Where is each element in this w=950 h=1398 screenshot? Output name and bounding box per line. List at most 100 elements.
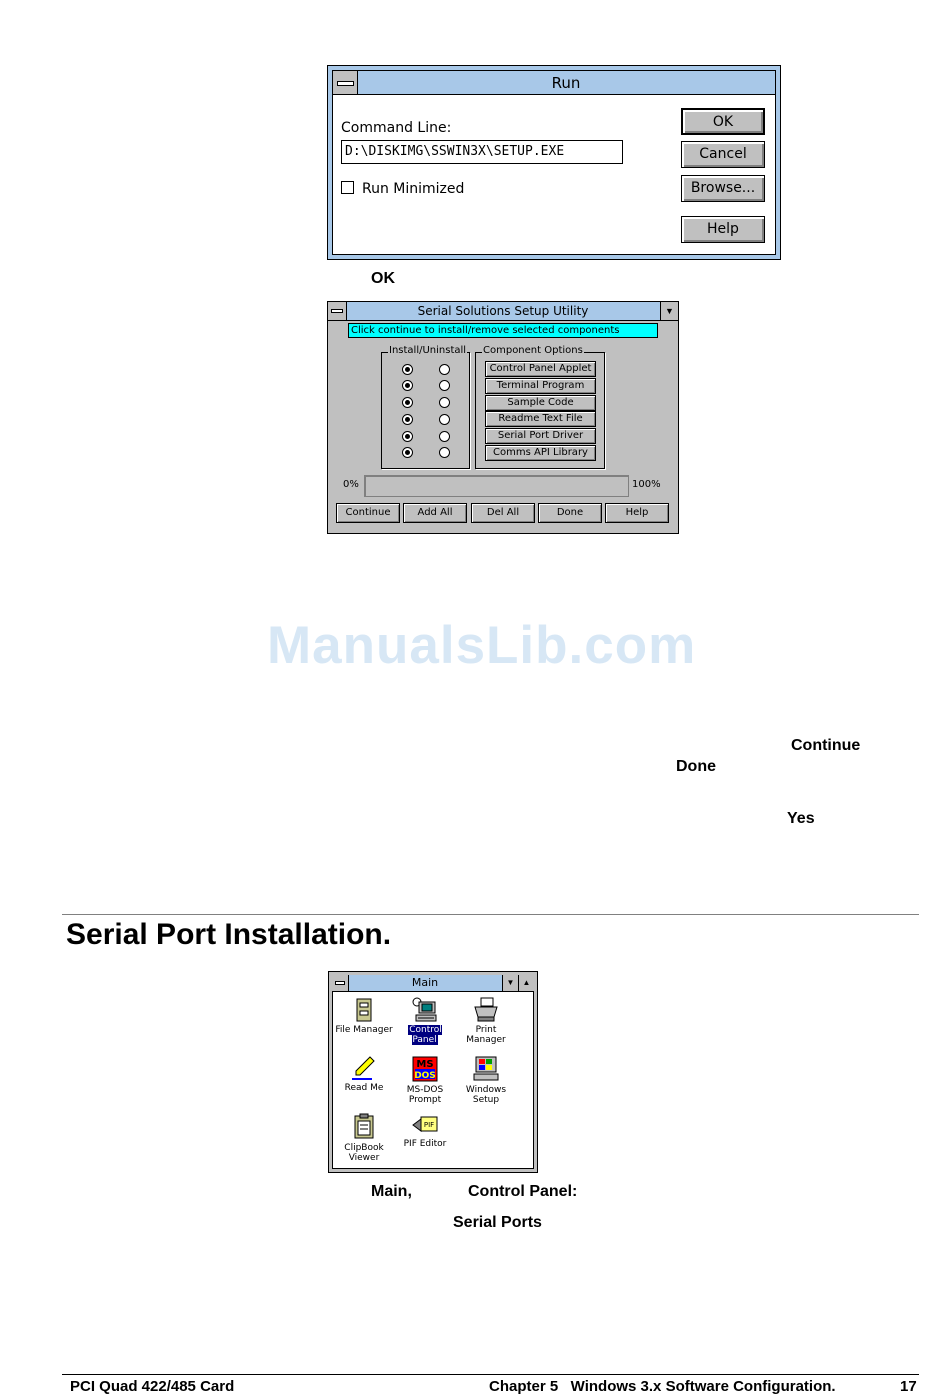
chevron-down-icon: ▼ [665,306,674,316]
setup-help-button[interactable]: Help [605,503,669,523]
status-message: Click continue to install/remove selecte… [348,323,658,338]
body-word-yes: Yes [787,810,815,827]
install-group-label: Install/Uninstall [388,345,468,356]
browse-button[interactable]: Browse... [681,175,765,202]
ok-button[interactable]: OK [681,108,765,135]
footer-chapter: Chapter 5 Windows 3.x Software Configura… [489,1378,836,1395]
run-minimized-label: Run Minimized [362,181,465,197]
progress-max-label: 100% [632,479,661,490]
comms-api-library-button[interactable]: Comms API Library [485,445,596,461]
run-title: Run [551,74,581,92]
windows-setup-icon [473,1056,499,1081]
component-options-group: Component Options Control Panel Applet T… [475,345,605,469]
footer-product: PCI Quad 422/485 Card [70,1378,235,1395]
section-divider [62,914,919,915]
main-group-window: Main ▼ ▲ File Manager Control Panel Prin… [328,971,538,1173]
readme-text-file-button[interactable]: Readme Text File [485,411,596,427]
control-panel-applet-button[interactable]: Control Panel Applet [485,361,596,377]
main-system-menu-button[interactable] [332,975,349,991]
file-manager-icon [356,998,372,1022]
system-menu-icon [337,81,354,86]
caption-serial-ports: Serial Ports [453,1214,542,1231]
caption-ok: OK [371,270,395,287]
run-title-bar[interactable]: Run [333,71,775,95]
clipbook-program[interactable]: ClipBook Viewer [334,1113,394,1163]
pif-editor-program[interactable]: PIF PIF Editor [395,1113,455,1149]
body-word-continue: Continue [791,737,861,754]
command-line-label: Command Line: [341,120,452,136]
uninstall-radio-control-panel[interactable] [439,364,450,375]
main-maximize-button[interactable]: ▲ [518,975,534,991]
install-radio-sample-code[interactable] [402,397,413,408]
read-me-icon [352,1056,375,1080]
main-title-bar[interactable]: Main ▼ ▲ [332,975,534,992]
control-panel-icon [412,997,437,1022]
system-menu-icon [331,309,343,313]
main-minimize-button[interactable]: ▼ [502,975,518,991]
clipbook-icon [354,1113,374,1139]
svg-text:PIF: PIF [424,1121,434,1129]
uninstall-radio-sample-code[interactable] [439,397,450,408]
minimize-button[interactable]: ▼ [660,302,678,320]
progress-min-label: 0% [343,479,359,490]
file-manager-program[interactable]: File Manager [334,997,394,1035]
icon-label: ClipBook Viewer [344,1143,384,1163]
install-radio-terminal[interactable] [402,380,413,391]
svg-text:MS: MS [416,1059,433,1070]
body-word-done: Done [676,758,716,775]
sample-code-button[interactable]: Sample Code [485,395,596,411]
command-line-input[interactable]: D:\DISKIMG\SSWIN3X\SETUP.EXE [341,140,623,164]
run-dialog: Run Command Line: D:\DISKIMG\SSWIN3X\SET… [327,65,781,260]
icon-label: Control Panel [408,1025,442,1045]
system-menu-icon [335,981,345,985]
continue-button[interactable]: Continue [336,503,400,523]
serial-port-driver-button[interactable]: Serial Port Driver [485,428,596,444]
icon-label: File Manager [335,1025,393,1035]
uninstall-radio-comms-api[interactable] [439,447,450,458]
svg-text:DOS: DOS [414,1071,436,1081]
windows-setup-program[interactable]: Windows Setup [456,1055,516,1105]
install-radio-control-panel[interactable] [402,364,413,375]
ms-dos-program[interactable]: MS DOS MS-DOS Prompt [395,1055,455,1105]
control-panel-program[interactable]: Control Panel [395,997,455,1045]
install-radio-serial-driver[interactable] [402,431,413,442]
uninstall-radio-serial-driver[interactable] [439,431,450,442]
run-dialog-body: Run Command Line: D:\DISKIMG\SSWIN3X\SET… [332,70,776,255]
system-menu-button[interactable] [333,71,358,94]
setup-system-menu-button[interactable] [328,302,347,320]
section-heading: Serial Port Installation. [66,918,392,951]
help-button[interactable]: Help [681,216,765,243]
read-me-program[interactable]: Read Me [334,1055,394,1093]
install-radio-comms-api[interactable] [402,447,413,458]
done-button[interactable]: Done [538,503,602,523]
print-manager-program[interactable]: Print Manager [456,997,516,1045]
cancel-button[interactable]: Cancel [681,141,765,168]
options-group-label: Component Options [482,345,584,356]
watermark: ManualsLib.com [267,616,697,675]
setup-title: Serial Solutions Setup Utility [417,304,589,318]
icon-label: Print Manager [466,1025,506,1045]
setup-title-bar[interactable]: Serial Solutions Setup Utility ▼ [328,302,678,321]
install-progress-bar [364,475,629,497]
footer-rule [62,1374,919,1375]
install-radio-readme[interactable] [402,414,413,425]
caption-control-panel: Control Panel: [468,1183,578,1200]
add-all-button[interactable]: Add All [403,503,467,523]
print-manager-icon [474,997,498,1022]
icon-label: PIF Editor [403,1139,447,1149]
terminal-program-button[interactable]: Terminal Program [485,378,596,394]
run-minimized-checkbox[interactable] [341,181,354,194]
icon-label: MS-DOS Prompt [406,1085,444,1105]
install-uninstall-group: Install/Uninstall [381,345,470,469]
caption-main: Main, [371,1183,412,1200]
footer-page-number: 17 [900,1378,917,1395]
setup-utility-window: Serial Solutions Setup Utility ▼ Click c… [327,301,679,534]
chevron-up-icon: ▲ [522,978,531,987]
main-title: Main [411,976,439,989]
uninstall-radio-terminal[interactable] [439,380,450,391]
chevron-down-icon: ▼ [506,978,515,987]
pif-editor-icon: PIF [412,1116,438,1132]
uninstall-radio-readme[interactable] [439,414,450,425]
icon-label: Windows Setup [465,1085,507,1105]
del-all-button[interactable]: Del All [471,503,535,523]
